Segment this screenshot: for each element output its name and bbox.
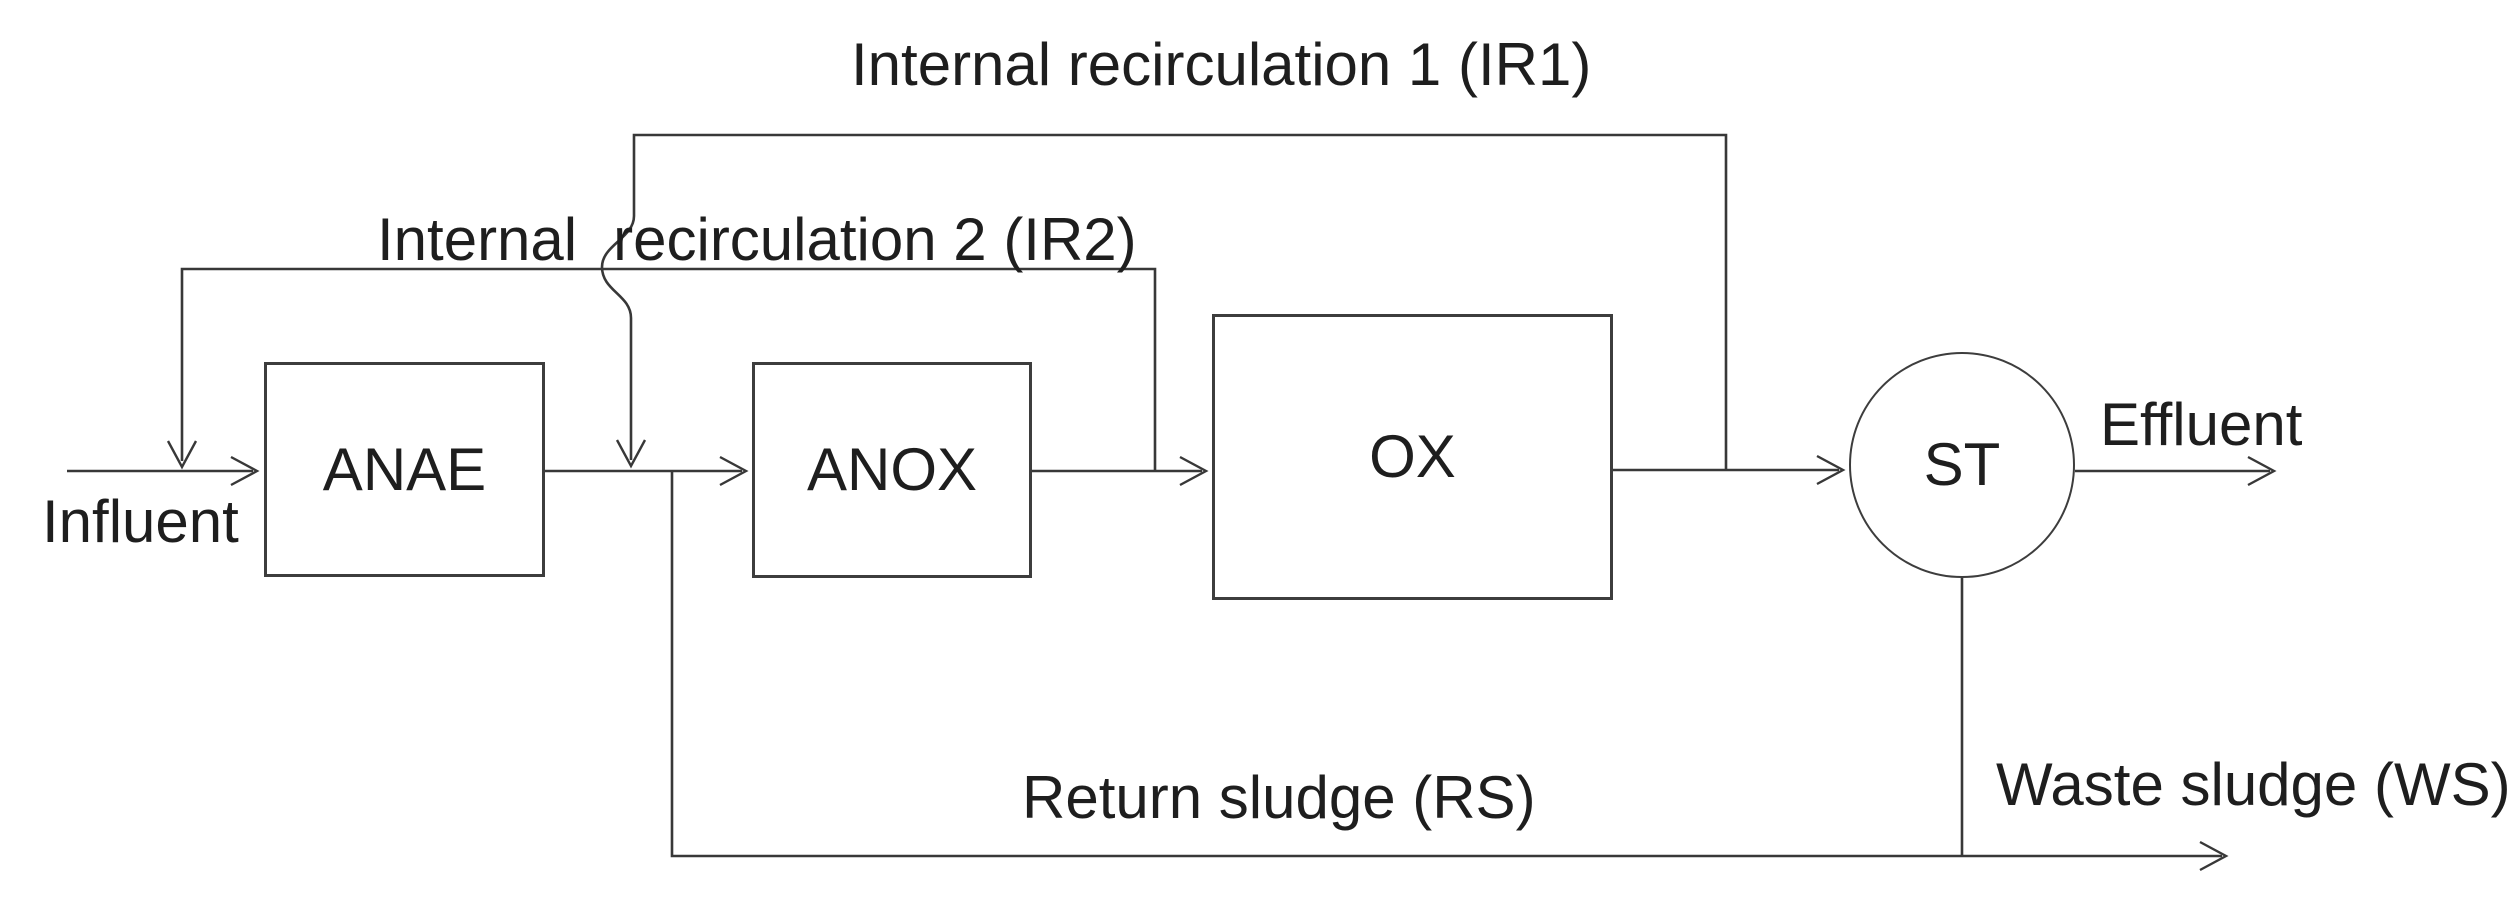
ir2-arrowhead bbox=[166, 440, 198, 470]
ir1-line bbox=[600, 133, 1728, 470]
ir1-arrowhead bbox=[615, 439, 647, 469]
waste-sludge-label: Waste sludge (WS) bbox=[1996, 751, 2511, 818]
anox-in-arrowhead bbox=[719, 455, 749, 487]
ox-in-arrowhead bbox=[1179, 455, 1209, 487]
waste-sludge-arrowhead bbox=[2199, 840, 2229, 872]
internal-recirculation-1-label: Internal recirculation 1 (IR1) bbox=[851, 31, 1592, 98]
effluent-label: Effluent bbox=[2100, 391, 2303, 458]
return-sludge-label: Return sludge (RS) bbox=[1022, 764, 1536, 831]
anox-tank-label: ANOX bbox=[806, 436, 978, 503]
anae-tank-label: ANAE bbox=[322, 435, 487, 503]
influent-label: Influent bbox=[42, 488, 239, 555]
influent-arrowhead bbox=[230, 455, 260, 487]
internal-recirculation-2-label-rest: recirculation 2 (IR2) bbox=[613, 206, 1137, 273]
settling-tank-circle: ST bbox=[1849, 352, 2075, 578]
ox-tank-label: OX bbox=[1369, 423, 1456, 490]
anae-tank-box: ANAE bbox=[264, 362, 545, 577]
internal-recirculation-2-label-word1: Internal bbox=[377, 206, 578, 273]
effluent-arrowhead bbox=[2247, 455, 2277, 487]
ir2-line bbox=[180, 267, 1157, 470]
internal-recirculation-2-label: Internal recirculation 2 (IR2) bbox=[377, 210, 1137, 270]
return-sludge-line bbox=[670, 471, 2222, 858]
ox-tank-box: OX bbox=[1212, 314, 1613, 600]
st-in-arrowhead bbox=[1816, 454, 1846, 486]
settling-tank-label: ST bbox=[1923, 431, 2001, 498]
anox-tank-box: ANOX bbox=[752, 362, 1032, 578]
